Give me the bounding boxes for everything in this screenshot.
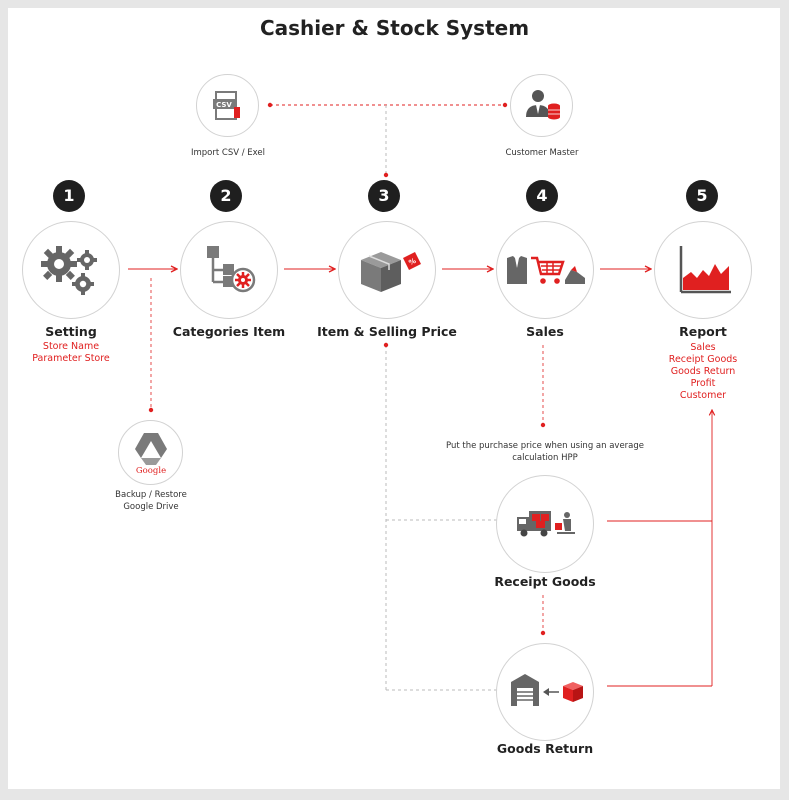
- step-badge-4: 4: [526, 180, 558, 212]
- gears-icon: [41, 246, 97, 295]
- setting-sub-list: Store Name Parameter Store: [11, 341, 131, 365]
- report-sub-item: Receipt Goods: [668, 354, 738, 365]
- report-sub-list: Sales Receipt Goods Goods Return Profit …: [643, 342, 763, 402]
- customer-database-icon: [526, 90, 560, 120]
- setting-sub-item: Parameter Store: [32, 353, 110, 364]
- categories-label: Categories Item: [172, 324, 286, 339]
- delivery-truck-icon: [517, 511, 575, 537]
- receipt-goods-label: Receipt Goods: [494, 574, 596, 589]
- sales-node: [496, 221, 594, 319]
- item-price-node: %: [338, 221, 436, 319]
- report-sub-item: Sales: [690, 342, 716, 353]
- step-badge-1: 1: [53, 180, 85, 212]
- sales-label: Sales: [526, 324, 564, 339]
- categories-node: [180, 221, 278, 319]
- warehouse-return-icon: [511, 674, 583, 706]
- hpp-note-line1: Put the purchase price when using an ave…: [445, 441, 645, 451]
- google-drive-icon: Google: [135, 433, 167, 475]
- google-drive-node: Google: [118, 420, 183, 485]
- google-icon-text: Google: [136, 466, 166, 475]
- report-node: [654, 221, 752, 319]
- item-price-label: Item & Selling Price: [317, 324, 457, 339]
- diagram-card: [8, 8, 780, 789]
- report-label: Report: [679, 324, 727, 339]
- report-sub-item: Profit: [690, 378, 716, 389]
- page-title: Cashier & Stock System: [259, 16, 530, 40]
- setting-label: Setting: [45, 324, 97, 339]
- csv-icon-text: CSV: [216, 101, 232, 109]
- import-csv-node: CSV: [196, 74, 259, 137]
- goods-return-label: Goods Return: [496, 741, 594, 756]
- import-csv-label: Import CSV / Exel: [190, 148, 266, 158]
- goods-return-node: [496, 643, 594, 741]
- receipt-goods-node: [496, 475, 594, 573]
- category-tree-icon: [207, 246, 256, 293]
- customer-master-label: Customer Master: [505, 148, 579, 158]
- hpp-note-line2: calculation HPP: [512, 453, 578, 463]
- report-chart-icon: [679, 246, 731, 294]
- step-badge-3: 3: [368, 180, 400, 212]
- box-price-tag-icon: %: [361, 252, 421, 292]
- report-sub-item: Goods Return: [670, 366, 736, 377]
- price-tag-text: %: [408, 257, 418, 267]
- sales-cart-icon: [507, 256, 585, 284]
- google-drive-label-line2: Google Drive: [123, 502, 179, 512]
- report-sub-item: Customer: [679, 390, 727, 401]
- csv-file-icon: CSV: [213, 91, 240, 120]
- step-badge-2: 2: [210, 180, 242, 212]
- google-drive-label-line1: Backup / Restore: [115, 490, 187, 500]
- setting-node: [22, 221, 120, 319]
- google-drive-label: Backup / Restore Google Drive: [90, 489, 212, 513]
- hpp-note: Put the purchase price when using an ave…: [405, 440, 685, 464]
- step-badge-5: 5: [686, 180, 718, 212]
- customer-master-node: [510, 74, 573, 137]
- setting-sub-item: Store Name: [42, 341, 100, 352]
